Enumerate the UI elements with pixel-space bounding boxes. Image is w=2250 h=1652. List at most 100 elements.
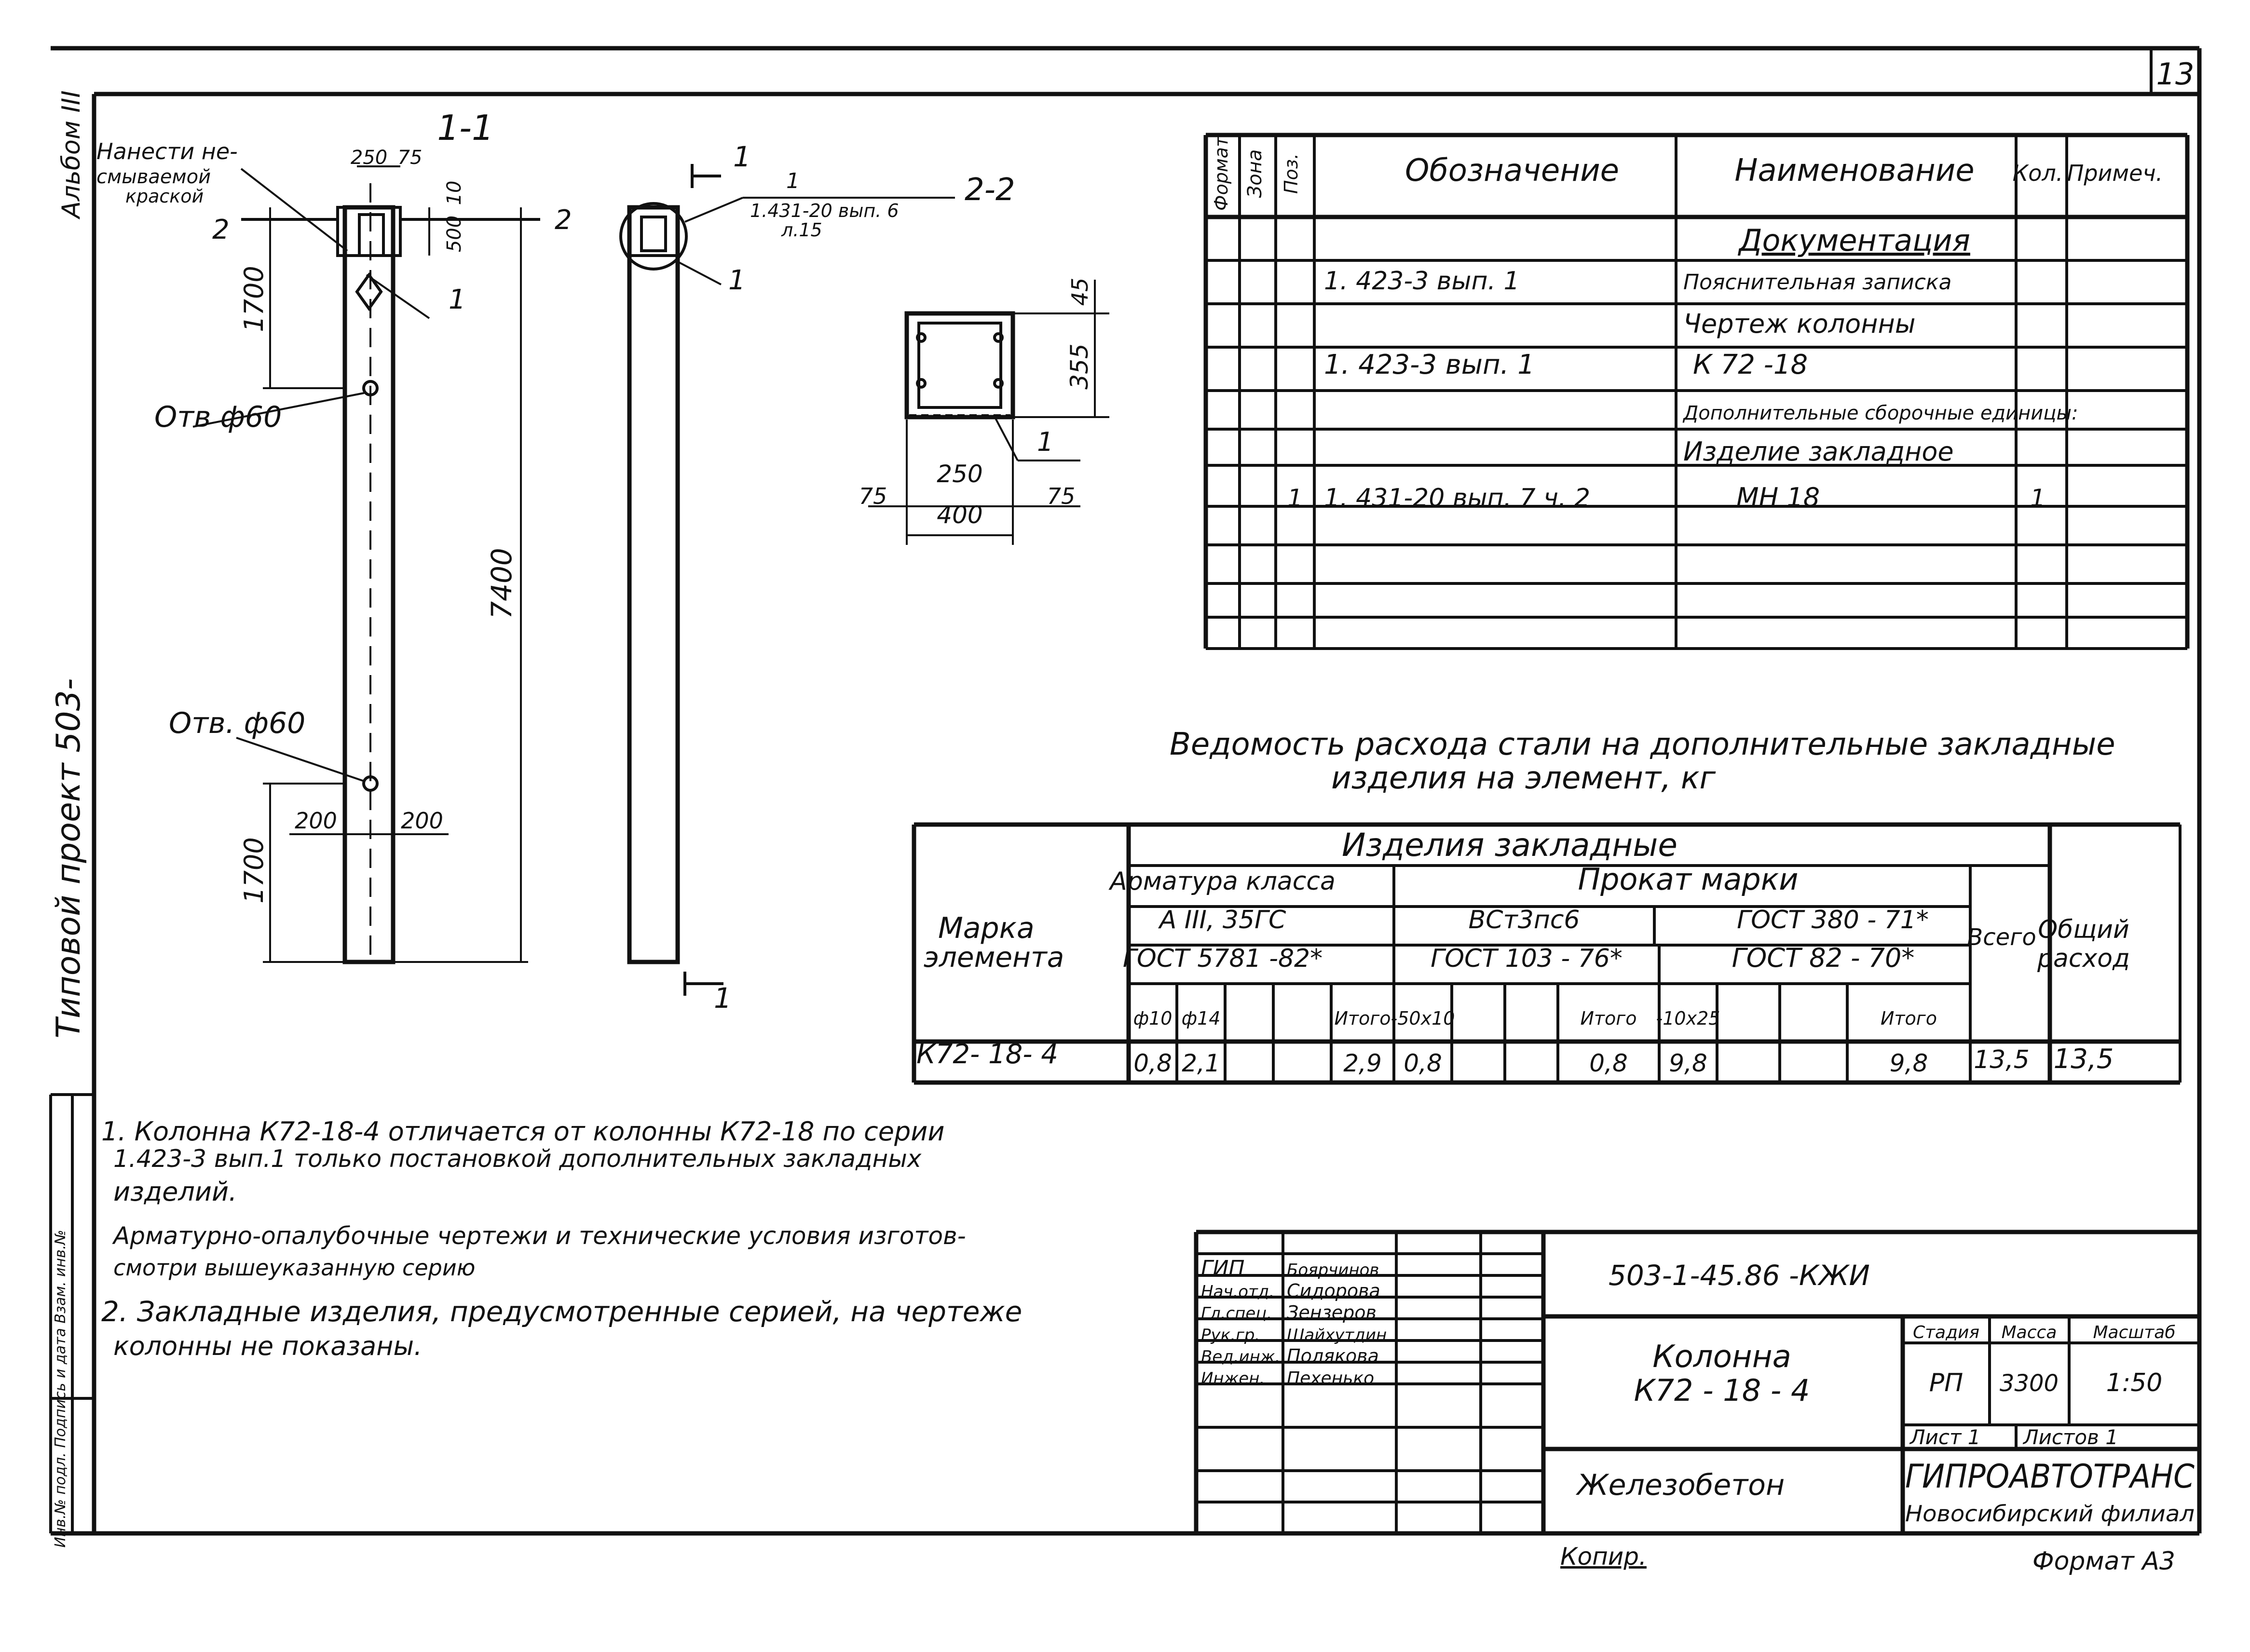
tb-sheet: Лист 1 (1909, 1425, 1981, 1449)
column-side-view (619, 164, 955, 996)
sec-dim-250: 250 (937, 460, 982, 488)
pos-leader (366, 274, 430, 319)
side-cut-mark-bottom: 1 (714, 982, 732, 1015)
side-strip-text: Инв.№ подл. Подпись и дата Взам. инв.№ (52, 1230, 69, 1547)
steel-h-rolled: Прокат марки (1578, 862, 1798, 897)
tb-object-2: К72 - 18 - 4 (1634, 1373, 1810, 1408)
tb-object-1: Колонна (1652, 1339, 1791, 1375)
cut-mark-left: 2 (212, 214, 230, 245)
steel-h-rebar-gost: ГОСТ 5781 -82* (1123, 944, 1323, 973)
tb-role-2: Гл.спец. (1201, 1304, 1272, 1323)
sheet-number: 13 (2156, 56, 2195, 92)
side-pos-mark: 1 (728, 265, 746, 296)
tb-material: Железобетон (1575, 1468, 1785, 1502)
steel-h-total: Всего (1967, 924, 2036, 951)
section-1-1-label: 1-1 (437, 108, 494, 148)
tb-mass: 3300 (2000, 1370, 2059, 1397)
dim-200-right: 200 (401, 808, 443, 834)
spec-table-grid (1203, 133, 2190, 650)
side-shaft (627, 205, 680, 964)
tb-name-5: Пехенько (1287, 1368, 1374, 1388)
tb-sheets: Листов 1 (2022, 1425, 2118, 1449)
sheet-frame (49, 46, 2202, 1536)
tb-role-5: Инжен. (1201, 1369, 1265, 1388)
tb-name-4: Полякова (1287, 1345, 1379, 1367)
dim-75: 75 (398, 147, 423, 169)
spec-h-format: Формат (1211, 135, 1232, 211)
spec-r1-designation: 1. 423-3 вып. 1 (1324, 267, 1520, 296)
hole-label-bottom: Отв. ф60 (169, 706, 305, 740)
steel-value-cell: 0,8 (1133, 1049, 1172, 1077)
dim-250: 250 (351, 147, 387, 169)
steel-value-cell: 0,8 (1404, 1049, 1442, 1077)
spec-r5-name: Изделие закладное (1683, 436, 1954, 467)
note-line-2: 1.423-3 вып.1 только постановкой дополни… (113, 1145, 922, 1173)
tb-scale: 1:50 (2106, 1368, 2163, 1397)
dim-500: 500 (443, 216, 465, 252)
sec-dim-75-right: 75 (1047, 483, 1076, 509)
steel-h-rebar: Арматура класса (1108, 867, 1336, 896)
dim-200-left: 200 (295, 808, 337, 834)
tb-org-branch: Новосибирский филиал (1905, 1501, 2195, 1527)
note-line-6: 2. Закладные изделия, предусмотренные се… (101, 1295, 1022, 1328)
spec-r0-name: Документация (1737, 223, 1970, 258)
section-outline (904, 311, 1015, 420)
steel-subheader-cell: -50х10 (1391, 1008, 1455, 1029)
note-line-5: смотри вышеуказанную серию (113, 1255, 475, 1281)
steel-h-overall-2: расход (2037, 944, 2130, 973)
tb-mass-label: Масса (2002, 1323, 2057, 1342)
spec-r3-name: К 72 -18 (1693, 349, 1808, 380)
callout-section: 2-2 (965, 172, 1015, 208)
sec-pos-mark: 1 (1037, 427, 1053, 457)
steel-subheader-cell: ф14 (1182, 1008, 1221, 1029)
steel-h-rolled-gost3: ГОСТ 82 - 70* (1732, 943, 1915, 973)
steel-table-text: Марка элемента Изделия закладные Арматур… (916, 826, 2130, 1075)
dim-1700-bottom: 1700 (239, 837, 269, 903)
embedded-mark (355, 272, 383, 311)
steel-row-total: 13,5 (1974, 1045, 2030, 1074)
album-label: Альбом III (57, 90, 86, 219)
spec-h-designation: Обозначение (1405, 153, 1619, 189)
steel-h-rolled-gost2: ГОСТ 103 - 76* (1431, 944, 1623, 973)
paint-leader (240, 168, 348, 252)
tb-code: 503-1-45.86 -КЖИ (1609, 1259, 1870, 1292)
tb-name-0: Боярчинов (1287, 1260, 1379, 1280)
steel-h-rolled-grade: ВСт3пс6 (1468, 906, 1580, 934)
tb-scale-label: Масштаб (2093, 1323, 2175, 1342)
hole-label-top: Отв ф60 (154, 400, 282, 434)
title-block (1194, 1230, 2199, 1533)
sec-dim-45: 45 (1067, 278, 1093, 306)
hole-leader-bottom (236, 737, 365, 782)
spec-r3-designation: 1. 423-3 вып. 1 (1324, 349, 1535, 380)
side-head-detail (640, 216, 667, 252)
rebar-1 (916, 332, 927, 343)
rebar-4 (993, 378, 1004, 389)
side-cut-mark-top: 1 (733, 140, 751, 173)
steel-table-grid (912, 822, 2182, 1085)
note-line-4: Арматурно-опалубочные чертежи и техничес… (112, 1222, 966, 1250)
tb-stage: РП (1929, 1368, 1963, 1397)
spec-r2-name: Чертеж колонны (1683, 309, 1915, 339)
dim-7400: 7400 (485, 548, 518, 619)
spec-r6-qty: 1 (2030, 484, 2045, 512)
steel-subheader-cell: ф10 (1133, 1008, 1173, 1029)
section-inner (917, 322, 1002, 409)
sec-dim-400: 400 (937, 501, 982, 529)
callout-leader (684, 197, 743, 223)
tb-stage-label: Стадия (1913, 1323, 1979, 1342)
steel-h-element-1: Марка (938, 911, 1035, 945)
steel-value-cell: 2,1 (1182, 1049, 1220, 1077)
spec-h-zone: Зона (1244, 149, 1266, 198)
steel-value-cell: 9,8 (1669, 1049, 1707, 1077)
side-pos-leader (675, 259, 722, 285)
spec-table-text: Формат Зона Поз. Обозначение Наименовани… (1211, 135, 2163, 513)
note-line-7: колонны не показаны. (113, 1331, 422, 1361)
dim-1700-top: 1700 (239, 266, 269, 332)
tb-name-3: Шайхутдин (1287, 1326, 1387, 1345)
steel-h-rolled-gost1: ГОСТ 380 - 71* (1737, 906, 1929, 934)
steel-subheader-cell: Итого (1580, 1008, 1636, 1029)
steel-value-cell: 9,8 (1890, 1049, 1928, 1077)
steel-value-cell: 2,9 (1343, 1049, 1382, 1077)
